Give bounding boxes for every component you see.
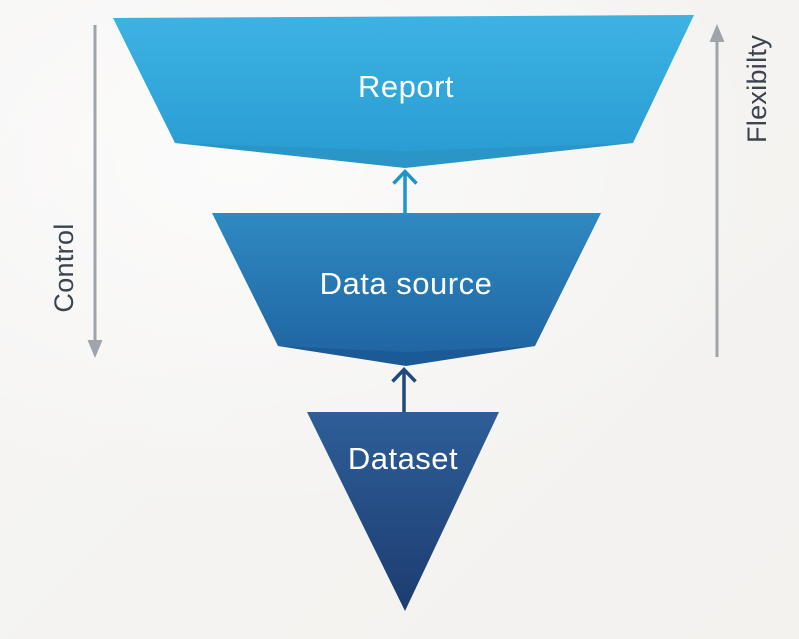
data-source-label: Data source [320, 266, 493, 301]
dataset-label: Dataset [348, 441, 458, 476]
layer-dataset: Dataset [307, 412, 499, 611]
control-label: Control [49, 223, 79, 312]
up-arrow-datasource-to-report-icon [392, 168, 418, 216]
report-label: Report [358, 69, 454, 104]
flexibility-label: Flexibilty [742, 35, 772, 143]
layer-report: Report [113, 15, 694, 168]
data-source-fold-shape [278, 346, 535, 366]
layer-data-source: Data source [212, 213, 601, 366]
up-arrow-dataset-to-datasource-icon [391, 366, 417, 413]
data-source-shape [212, 213, 601, 352]
down-arrowhead-icon [87, 340, 103, 358]
control-axis: Control [49, 25, 103, 358]
report-shape [113, 15, 694, 151]
flexibility-axis: Flexibilty [709, 24, 772, 357]
report-fold-shape [175, 143, 633, 168]
up-arrowhead-icon [709, 24, 725, 42]
dataset-shape [307, 412, 499, 611]
